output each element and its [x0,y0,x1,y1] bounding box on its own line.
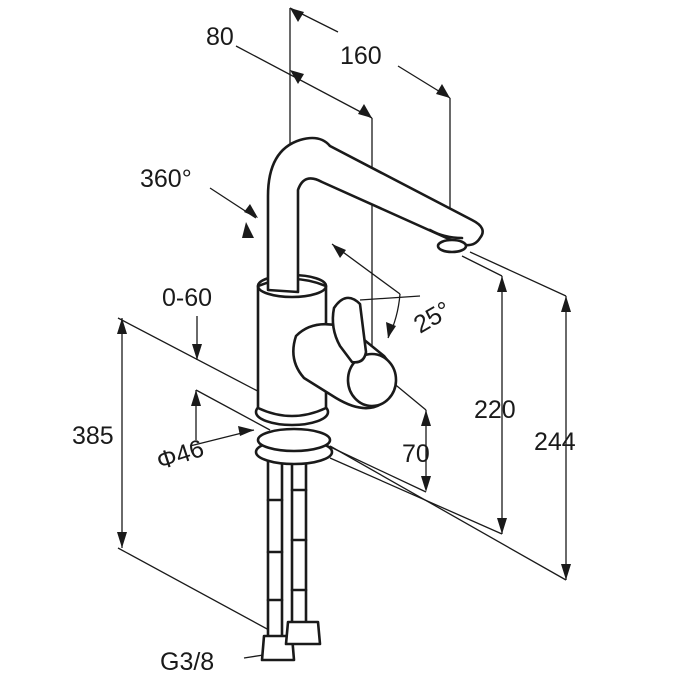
label-spout-offset: 80 [206,23,234,51]
label-lever-height: 70 [402,440,430,468]
spout [266,136,484,294]
lever-cap [346,352,398,408]
label-swivel-angle: 360° [140,165,192,193]
label-spout-height: 220 [474,396,516,424]
label-base-diameter: Φ46 [153,434,207,475]
label-connection-thread: G3/8 [160,648,214,676]
spout-outlet [436,238,468,254]
label-total-height: 244 [534,428,576,456]
mounting-ring-upper [256,427,332,453]
label-hose-length: 385 [72,422,114,450]
label-lever-angle: 25° [409,296,456,339]
label-deck-thickness: 0-60 [162,284,212,312]
hose-right [290,454,308,630]
hose-left [266,454,284,640]
arrowheads [117,8,571,580]
hose-nut-right [284,620,322,646]
label-spout-reach: 160 [340,42,382,70]
lever-handle [331,296,368,364]
faucet-outline [254,136,484,662]
